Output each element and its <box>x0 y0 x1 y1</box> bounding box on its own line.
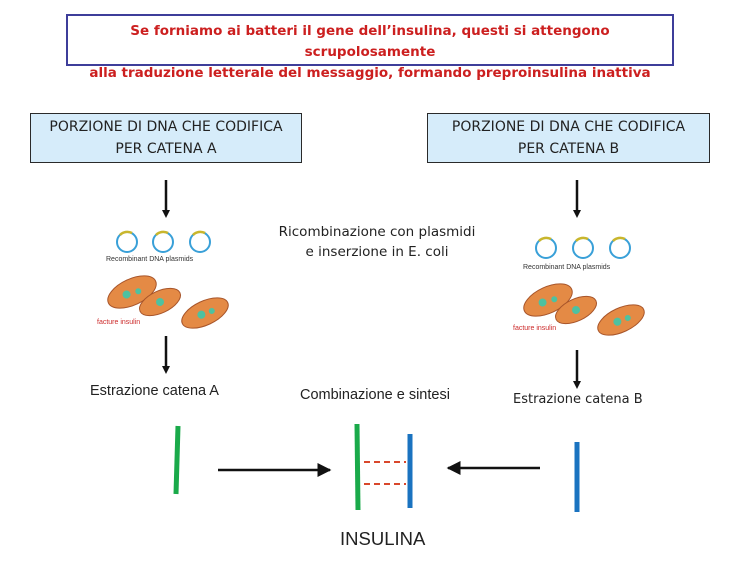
title-line-1: Se forniamo ai batteri il gene dell’insu… <box>130 23 610 60</box>
title-box: Se forniamo ai batteri il gene dell’insu… <box>66 14 674 81</box>
dna-box-a-line-1: PORZIONE DI DNA CHE CODIFICA <box>49 119 283 135</box>
extraction-chain-b-label: Estrazione catena B <box>513 392 643 407</box>
recombination-label: Ricombinazione con plasmidi e inserzione… <box>262 222 492 262</box>
insulin-chain-a <box>354 423 361 511</box>
dna-box-chain-a: PORZIONE DI DNA CHE CODIFICA PER CATENA … <box>30 113 302 163</box>
combination-label: Combinazione e sintesi <box>300 387 450 403</box>
plasmids-label-a: Recombinant DNA plasmids <box>106 256 194 263</box>
recombination-line-1: Ricombinazione con plasmidi <box>278 224 476 240</box>
recombination-line-2: e inserzione in E. coli <box>305 244 449 260</box>
dna-box-chain-b: PORZIONE DI DNA CHE CODIFICA PER CATENA … <box>427 113 710 163</box>
title-line-2: alla traduzione letterale del messaggio,… <box>89 65 651 81</box>
bacteria-label-b: facture insulin <box>513 325 556 332</box>
dna-box-b-line-2: PER CATENA B <box>517 141 620 157</box>
plasmid-bacteria-illustration-b: Recombinant DNA plasmids facture insulin <box>513 236 645 336</box>
plasmid-bacteria-illustration-a: Recombinant DNA plasmids facture insulin <box>97 230 229 329</box>
insulin-label: INSULINA <box>340 528 426 549</box>
dna-box-a-line-2: PER CATENA A <box>115 141 217 157</box>
chain-a-bar <box>173 425 181 495</box>
dna-box-b-line-1: PORZIONE DI DNA CHE CODIFICA <box>451 119 686 135</box>
extraction-chain-a-label: Estrazione catena A <box>90 383 219 399</box>
bacteria-label-a: facture insulin <box>97 319 140 326</box>
plasmids-label-b: Recombinant DNA plasmids <box>523 264 611 271</box>
